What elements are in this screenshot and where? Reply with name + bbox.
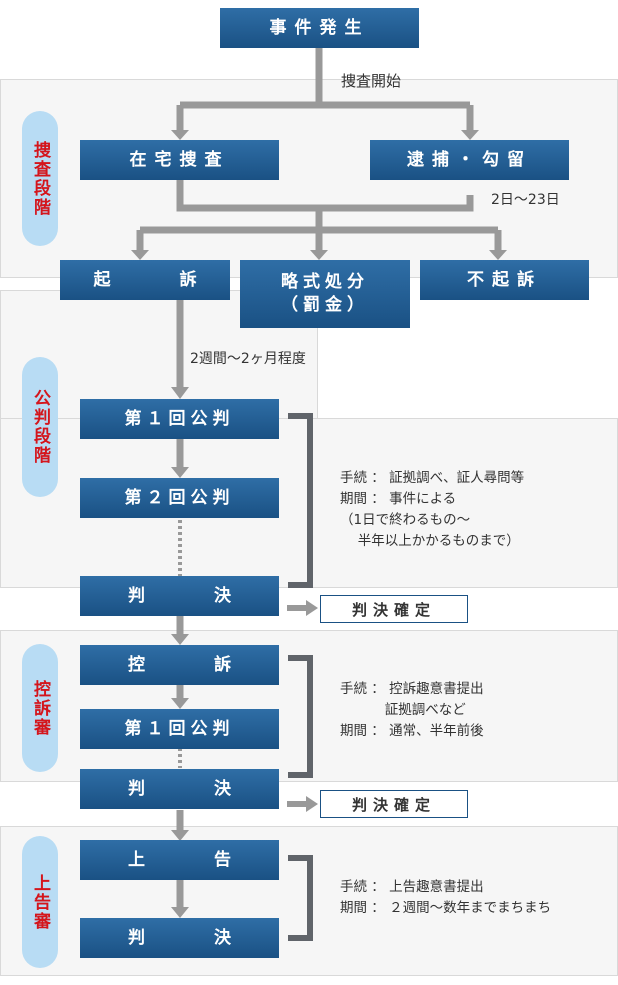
stage-label-final-appeal: 上告審 xyxy=(22,836,58,968)
arrow-head xyxy=(171,907,189,918)
stage-label-appeal: 控訴審 xyxy=(22,644,58,772)
arrest-detention-box: 逮捕・勾留 xyxy=(370,140,569,180)
detention-period-label: 2日～23日 xyxy=(491,192,560,208)
stage-label-trial: 公判段階 xyxy=(22,357,58,497)
summary-disposition-box: 略式処分 （罰金） xyxy=(240,260,410,328)
stage-label-text: 公判段階 xyxy=(30,389,50,465)
second-trial-box: 第２回公判 xyxy=(80,478,279,518)
arrow-head xyxy=(171,130,189,140)
arrow-head xyxy=(306,796,318,812)
appeal-bracket xyxy=(288,655,313,778)
appeal-box: 控 訴 xyxy=(80,645,279,685)
summary-disposition-fine: （罰金） xyxy=(281,295,369,315)
trial-procedure-note: 手続 ： 証拠調べ、証人尋問等 期間 ： 事件による （1日で終わるもの～ 半年… xyxy=(340,470,525,549)
verdict-confirmed-1: 判決確定 xyxy=(320,595,468,623)
arrow-head xyxy=(171,830,189,841)
arrow-head xyxy=(489,250,507,260)
home-investigation-box: 在宅捜査 xyxy=(80,140,279,180)
appeal-procedure-note: 手続 ： 控訴趣意書提出 証拠調べなど 期間 ： 通常、半年前後 xyxy=(340,681,484,739)
final-appeal-procedure-note: 手続 ： 上告趣意書提出 期間 ： ２週間～数年までまちまち xyxy=(340,879,552,916)
incident-box: 事件発生 xyxy=(220,8,419,48)
non-indictment-box: 不起訴 xyxy=(420,260,589,300)
arrow-head xyxy=(171,634,189,645)
stage-label-text: 捜査段階 xyxy=(30,140,50,217)
arrow-head xyxy=(171,698,189,709)
first-trial-box: 第１回公判 xyxy=(80,399,279,439)
arrow-head xyxy=(131,250,149,260)
arrow-head xyxy=(171,387,189,399)
trial-bracket xyxy=(288,413,313,588)
stage-label-text: 控訴審 xyxy=(30,679,50,737)
arrow-head xyxy=(310,250,328,260)
summary-disposition-title: 略式処分 xyxy=(281,272,369,293)
trial-wait-label: 2週間～2ヶ月程度 xyxy=(190,351,306,367)
appeal-first-trial-box: 第１回公判 xyxy=(80,709,279,749)
stage-label-text: 上告審 xyxy=(30,873,50,931)
verdict-confirmed-2: 判決確定 xyxy=(320,790,468,818)
indictment-box: 起 訴 xyxy=(60,260,230,300)
verdict-box-1: 判 決 xyxy=(80,576,279,616)
final-appeal-box: 上 告 xyxy=(80,840,279,880)
verdict-box-2: 判 決 xyxy=(80,769,279,809)
verdict-box-3: 判 決 xyxy=(80,918,279,958)
investigation-start-label: 捜査開始 xyxy=(341,72,402,90)
final-appeal-bracket xyxy=(288,855,313,941)
arrow-head xyxy=(461,130,479,140)
arrow-head xyxy=(171,467,189,478)
arrow-head xyxy=(306,600,318,616)
stage-label-investigation: 捜査段階 xyxy=(22,111,58,246)
